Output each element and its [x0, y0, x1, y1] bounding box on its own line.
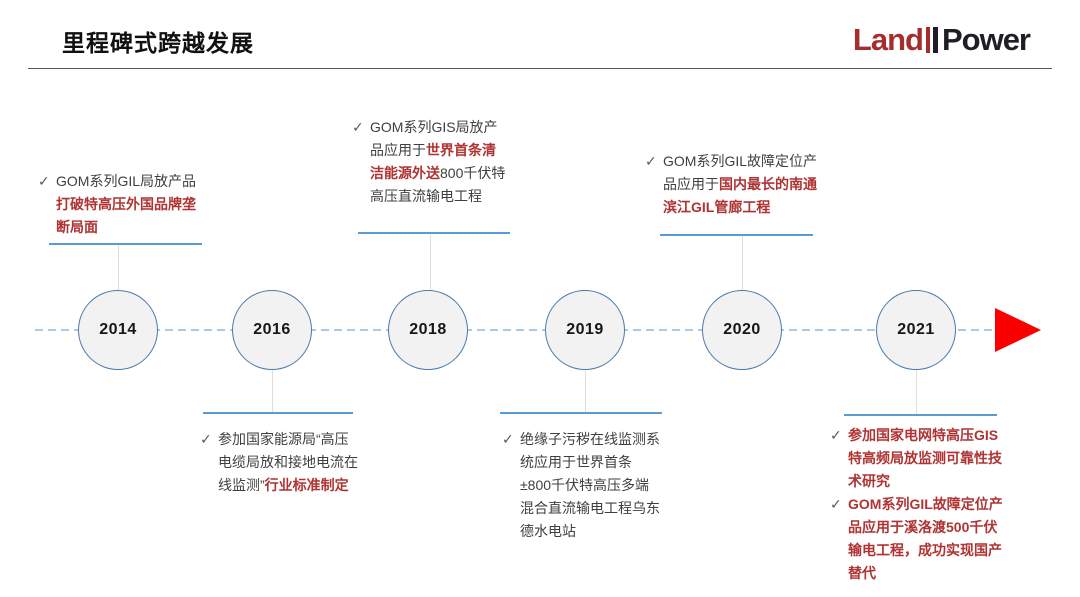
connector-2018 [430, 234, 431, 290]
checkmark-icon: ✓ [830, 496, 842, 512]
logo-double-bar-icon [925, 27, 938, 53]
page-title: 里程碑式跨越发展 [62, 30, 254, 56]
text-segment-highlight: 打破特高压外国品牌垄断局面 [56, 196, 196, 235]
text-segment-highlight: 世界首条清洁能源外送 [370, 142, 496, 181]
text-segment: 800千伏特高压直流输电工程 [370, 165, 506, 204]
milestone-item: ✓ GOM系列GIL故障定位产品应用于溪洛渡500千伏输电工程，成功实现国产替代 [830, 493, 1006, 585]
year-label: 2021 [897, 321, 935, 338]
milestone-item: ✓ 参加国家电网特高压GIS特高频局放监测可靠性技术研究 [830, 424, 1006, 493]
milestone-text: GOM系列GIL故障定位产品应用于溪洛渡500千伏输电工程，成功实现国产替代 [848, 493, 1006, 585]
text-segment: 参加国家能源局“高压电缆局放和接地电流在线监测” [218, 431, 358, 493]
milestone-item: ✓ 绝缘子污秽在线监测系统应用于世界首条±800千伏特高压多端混合直流输电工程乌… [502, 428, 660, 543]
milestone-2021: ✓ 参加国家电网特高压GIS特高频局放监测可靠性技术研究 ✓ GOM系列GIL故… [830, 424, 1006, 585]
milestone-2016: ✓ 参加国家能源局“高压电缆局放和接地电流在线监测”行业标准制定 [200, 428, 362, 497]
milestone-item: ✓ GOM系列GIL故障定位产品应用于国内最长的南通滨江GIL管廊工程 [645, 150, 817, 219]
milestone-item: ✓ GOM系列GIL局放产品打破特高压外国品牌垄断局面 [38, 170, 202, 239]
logo-land-text: Land [852, 22, 924, 57]
connector-2019 [585, 370, 586, 412]
year-node-2014: 2014 [78, 290, 158, 370]
year-node-2020: 2020 [702, 290, 782, 370]
text-segment-highlight: 国内最长的南通滨江GIL管廊工程 [663, 176, 817, 215]
connector-2021 [916, 370, 917, 414]
year-label: 2020 [723, 321, 761, 338]
tagline-2018 [358, 232, 510, 234]
milestone-text: 参加国家能源局“高压电缆局放和接地电流在线监测”行业标准制定 [218, 428, 362, 497]
milestone-2020: ✓ GOM系列GIL故障定位产品应用于国内最长的南通滨江GIL管廊工程 [645, 150, 817, 219]
text-segment-highlight: GOM系列GIL故障定位产品应用于溪洛渡500千伏输电工程，成功实现国产替代 [848, 496, 1003, 581]
text-segment-highlight: 参加国家电网特高压GIS特高频局放监测可靠性技术研究 [848, 427, 1002, 489]
text-segment: 绝缘子污秽在线监测系统应用于世界首条±800千伏特高压多端混合直流输电工程乌东德… [520, 431, 660, 539]
milestone-2014: ✓ GOM系列GIL局放产品打破特高压外国品牌垄断局面 [38, 170, 202, 239]
milestone-item: ✓ GOM系列GIS局放产品应用于世界首条清洁能源外送800千伏特高压直流输电工… [352, 116, 508, 208]
connector-2020 [742, 236, 743, 290]
year-node-2016: 2016 [232, 290, 312, 370]
milestone-2018: ✓ GOM系列GIS局放产品应用于世界首条清洁能源外送800千伏特高压直流输电工… [352, 116, 508, 208]
tagline-2020 [660, 234, 813, 236]
text-segment: GOM系列GIS局放产品应用于 [370, 119, 498, 158]
checkmark-icon: ✓ [502, 431, 514, 447]
timeline-arrow-icon [995, 308, 1041, 352]
milestone-text: GOM系列GIL局放产品打破特高压外国品牌垄断局面 [56, 170, 202, 239]
logo-power-text: Power [941, 22, 1031, 57]
milestone-2019: ✓ 绝缘子污秽在线监测系统应用于世界首条±800千伏特高压多端混合直流输电工程乌… [502, 428, 660, 543]
text-segment-highlight: 行业标准制定 [264, 477, 349, 493]
year-label: 2014 [99, 321, 137, 338]
year-label: 2019 [566, 321, 604, 338]
milestone-text: 绝缘子污秽在线监测系统应用于世界首条±800千伏特高压多端混合直流输电工程乌东德… [520, 428, 660, 543]
year-node-2019: 2019 [545, 290, 625, 370]
checkmark-icon: ✓ [830, 427, 842, 443]
checkmark-icon: ✓ [38, 173, 50, 189]
year-node-2021: 2021 [876, 290, 956, 370]
milestone-text: GOM系列GIS局放产品应用于世界首条清洁能源外送800千伏特高压直流输电工程 [370, 116, 508, 208]
year-label: 2016 [253, 321, 291, 338]
year-node-2018: 2018 [388, 290, 468, 370]
connector-2016 [272, 370, 273, 412]
tagline-2014 [49, 243, 202, 245]
company-logo: Land Power [852, 22, 1031, 58]
header-divider [28, 68, 1052, 69]
checkmark-icon: ✓ [645, 153, 657, 169]
text-segment: GOM系列GIL局放产品 [56, 173, 197, 189]
milestone-text: GOM系列GIL故障定位产品应用于国内最长的南通滨江GIL管廊工程 [663, 150, 817, 219]
checkmark-icon: ✓ [352, 119, 364, 135]
tagline-2021 [844, 414, 997, 416]
year-label: 2018 [409, 321, 447, 338]
tagline-2019 [500, 412, 662, 414]
connector-2014 [118, 245, 119, 290]
tagline-2016 [203, 412, 353, 414]
milestone-item: ✓ 参加国家能源局“高压电缆局放和接地电流在线监测”行业标准制定 [200, 428, 362, 497]
timeline-dashed-axis [35, 329, 997, 331]
checkmark-icon: ✓ [200, 431, 212, 447]
text-segment: GOM系列GIL故障定位产品应用于 [663, 153, 818, 192]
milestone-text: 参加国家电网特高压GIS特高频局放监测可靠性技术研究 [848, 424, 1006, 493]
